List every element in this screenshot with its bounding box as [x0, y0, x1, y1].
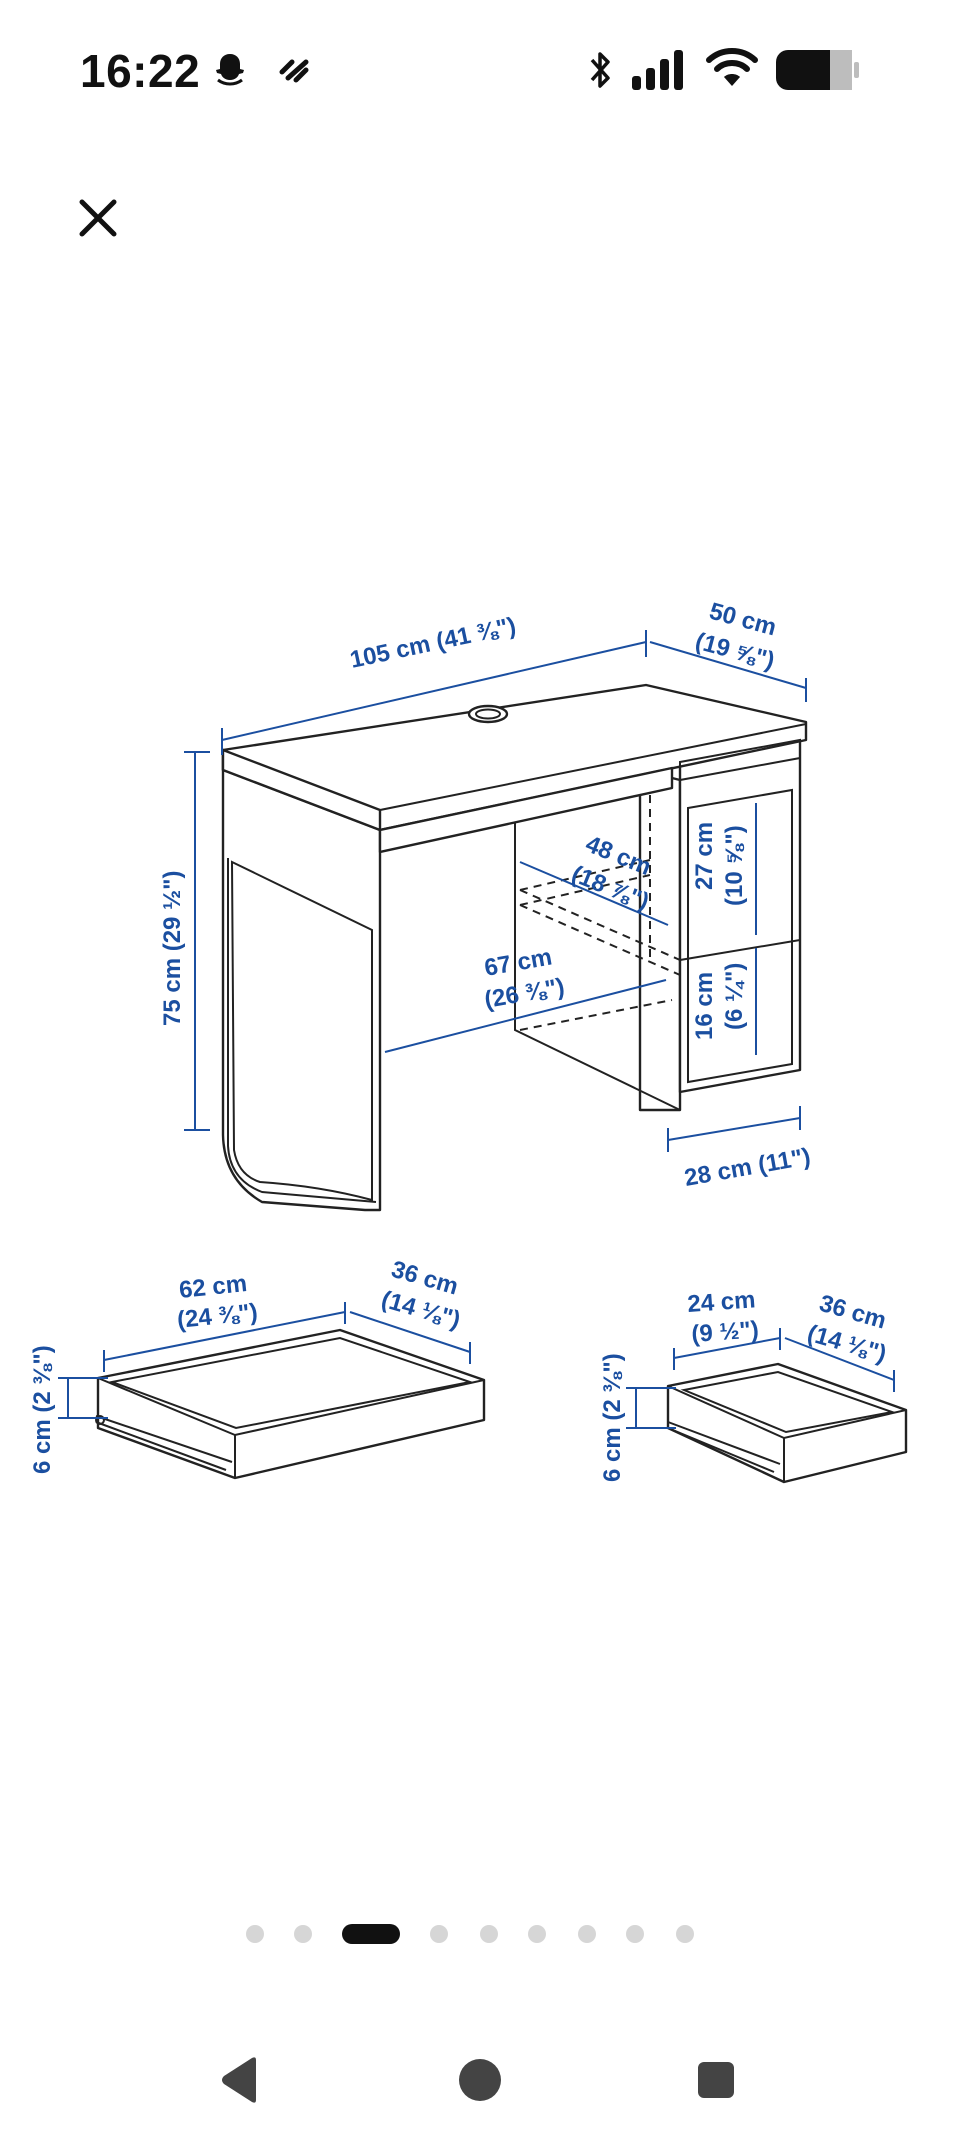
close-button[interactable]: [70, 190, 126, 246]
desk-dimensions: [184, 630, 807, 1152]
back-button[interactable]: [212, 2050, 272, 2110]
small-drawer-width-label-in: (9 ½"): [691, 1316, 760, 1348]
image-pagination: [0, 1920, 960, 1948]
status-time: 16:22: [80, 45, 201, 97]
page-dot[interactable]: [430, 1925, 448, 1943]
large-drawer-drawing: [95, 1328, 486, 1480]
recents-button[interactable]: [686, 2050, 746, 2110]
signal-icon: [632, 50, 683, 90]
recents-icon: [698, 2062, 734, 2098]
small-drawer-height-label: 6 cm (2 ⅜"): [599, 1353, 626, 1482]
small-drawer-drawing: [666, 1362, 908, 1484]
dimension-diagram: 105 cm (41 ⅜") 50 cm (19 ⅝") 75 cm (29 ½…: [29, 598, 908, 1484]
page-dot[interactable]: [294, 1925, 312, 1943]
bluetooth-icon: [590, 52, 610, 88]
product-image: 105 cm (41 ⅜") 50 cm (19 ⅝") 75 cm (29 ½…: [0, 590, 960, 1550]
desk-height-label: 75 cm (29 ½"): [159, 871, 186, 1026]
cabinet-upper-label-cm: 27 cm: [691, 822, 718, 890]
cabinet-lower-label-cm: 16 cm: [691, 972, 718, 1040]
home-button[interactable]: [450, 2050, 510, 2110]
large-drawer-width-label-in: (24 ⅜"): [176, 1299, 259, 1334]
cabinet-lower-label-in: (6 ¼"): [721, 963, 748, 1030]
home-icon: [459, 2059, 501, 2101]
page-dot[interactable]: [528, 1925, 546, 1943]
page-dot[interactable]: [626, 1925, 644, 1943]
cabinet-upper-label-in: (10 ⅝"): [721, 825, 748, 906]
large-drawer-height-label: 6 cm (2 ⅜"): [29, 1345, 56, 1474]
wifi-icon: [706, 48, 758, 86]
app-notification-icon: [279, 59, 309, 83]
desk-width-label: 105 cm (41 ⅜"): [348, 612, 519, 674]
status-bar: 16:22: [0, 0, 960, 140]
cabinet-width-label: 28 cm (11"): [682, 1143, 812, 1192]
desk-drawing: [221, 683, 808, 1212]
page-dot[interactable]: [578, 1925, 596, 1943]
snapchat-icon: [216, 54, 244, 86]
large-drawer-dimensions: [58, 1302, 471, 1419]
small-drawer-dimensions: [626, 1328, 895, 1429]
battery-icon: [776, 50, 859, 90]
small-drawer-width-label-cm: 24 cm: [687, 1286, 757, 1318]
page-dot[interactable]: [246, 1925, 264, 1943]
page-dot[interactable]: [480, 1925, 498, 1943]
large-drawer-width-label-cm: 62 cm: [178, 1270, 249, 1304]
system-nav-bar: [0, 2040, 960, 2120]
back-icon: [222, 2057, 256, 2103]
close-icon: [79, 199, 117, 237]
page-dot[interactable]: [676, 1925, 694, 1943]
page-dot-active[interactable]: [342, 1924, 400, 1944]
